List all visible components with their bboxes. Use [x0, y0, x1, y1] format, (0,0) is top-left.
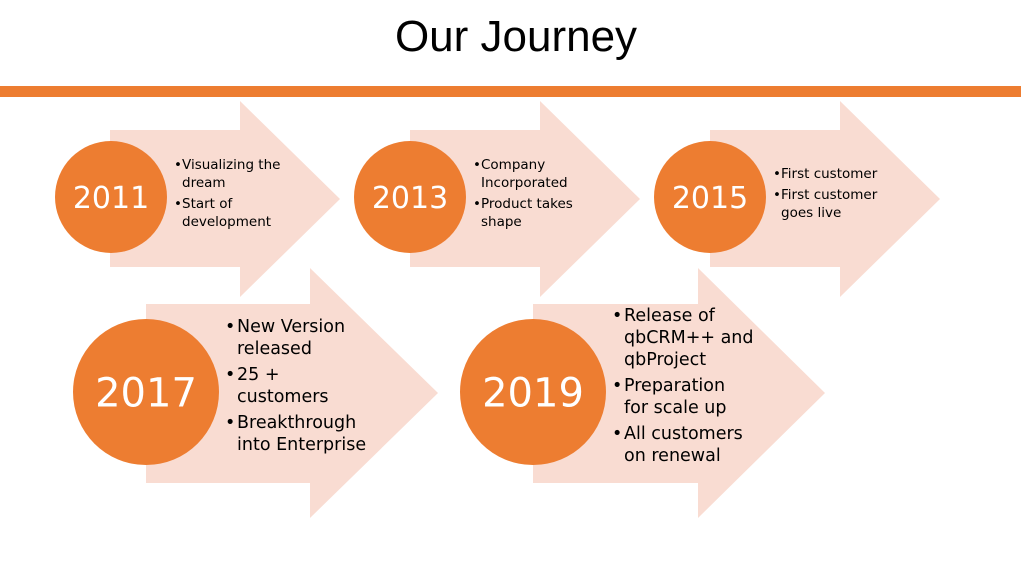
- milestone-bullet-line: for scale up: [624, 398, 726, 418]
- milestone-arrow: [110, 101, 340, 297]
- year-label: 2017: [95, 370, 197, 416]
- milestone-bullet-line: goes live: [781, 205, 841, 221]
- bullet-dot: •: [612, 376, 622, 396]
- milestone-bullet-line: qbCRM++ and: [624, 328, 754, 348]
- bullet-dot: •: [473, 196, 481, 212]
- year-label: 2019: [482, 370, 584, 416]
- bullet-dot: •: [612, 306, 622, 326]
- bullet-dot: •: [612, 424, 622, 444]
- year-label: 2011: [73, 181, 149, 216]
- milestone-2015: 2015 •First customer•First customer goes l…: [654, 101, 940, 297]
- milestone-arrow: [410, 101, 640, 297]
- year-circle: [654, 141, 766, 253]
- milestone-bullet-line: customers: [237, 387, 329, 407]
- year-circle: [55, 141, 167, 253]
- milestone-bullet-line: qbProject: [624, 350, 706, 370]
- milestone-bullet-line: First customer: [781, 166, 878, 182]
- milestone-arrow: [146, 268, 438, 518]
- bullet-dot: •: [773, 187, 781, 203]
- milestone-bullet-line: Company: [481, 157, 545, 173]
- year-label: 2015: [672, 181, 748, 216]
- bullet-dot: •: [174, 157, 182, 173]
- milestone-bullet-line: First customer: [781, 187, 878, 203]
- milestone-bullet-line: All customers: [624, 424, 743, 444]
- bullet-dot: •: [225, 413, 235, 433]
- milestone-bullet-line: Visualizing the: [182, 157, 280, 173]
- milestone-bullet-line: 25 +: [237, 365, 280, 385]
- bullet-dot: •: [225, 317, 235, 337]
- bullet-dot: •: [773, 166, 781, 182]
- bullet-dot: •: [174, 196, 182, 212]
- milestone-arrow: [710, 101, 940, 297]
- slide-title: Our Journey: [394, 12, 638, 61]
- milestone-arrow: [533, 268, 825, 518]
- milestone-bullet-line: Product takes: [481, 196, 573, 212]
- title-divider: [0, 86, 1021, 97]
- milestone-bullet-line: shape: [481, 214, 522, 230]
- year-circle: [73, 319, 219, 465]
- milestone-bullet-line: New Version: [237, 317, 345, 337]
- milestone-bullet-line: Breakthrough: [237, 413, 356, 433]
- bullet-dot: •: [225, 365, 235, 385]
- year-circle: [460, 319, 606, 465]
- year-label: 2013: [372, 181, 448, 216]
- milestone-bullet-line: into Enterprise: [237, 435, 366, 455]
- milestone-bullet-line: Release of: [624, 306, 716, 326]
- milestone-bullet-line: dream: [182, 175, 226, 191]
- milestone-bullet-line: Incorporated: [481, 175, 568, 191]
- bullet-dot: •: [473, 157, 481, 173]
- milestone-bullet-line: development: [182, 214, 271, 230]
- milestone-bullet-line: Preparation: [624, 376, 725, 396]
- milestone-bullet-line: Start of: [182, 196, 234, 212]
- milestone-bullet-line: on renewal: [624, 446, 721, 466]
- year-circle: [354, 141, 466, 253]
- milestone-bullet-line: released: [237, 339, 312, 359]
